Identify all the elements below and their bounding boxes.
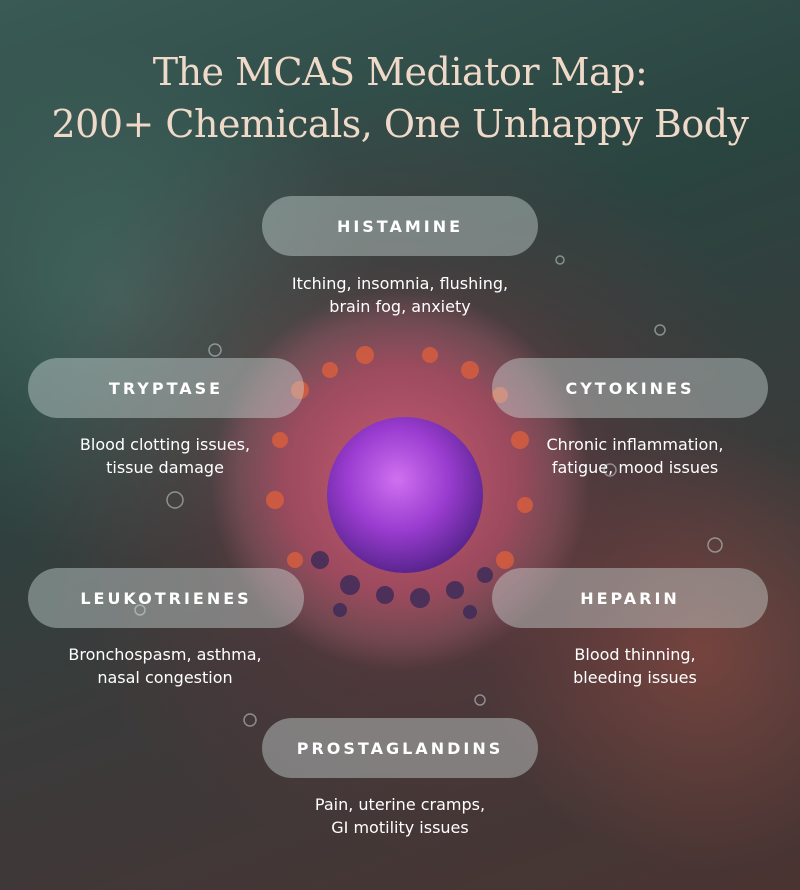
- cytokines-desc-line-2: fatigue, mood issues: [551, 458, 719, 477]
- cytokines-pill: CYTOKINES: [492, 358, 768, 418]
- cytokines-description: Chronic inflammation, fatigue, mood issu…: [470, 433, 800, 479]
- cytokines-desc-line-1: Chronic inflammation,: [546, 435, 724, 454]
- leukotrienes-pill: LEUKOTRIENES: [28, 568, 304, 628]
- prostaglandins-description: Pain, uterine cramps, GI motility issues: [230, 793, 570, 839]
- leukotrienes-desc-line-1: Bronchospasm, asthma,: [68, 645, 262, 664]
- title-line-2: 200+ Chemicals, One Unhappy Body: [51, 102, 749, 146]
- histamine-desc-line-2: brain fog, anxiety: [329, 297, 471, 316]
- tryptase-desc-line-1: Blood clotting issues,: [79, 435, 251, 454]
- leukotrienes-description: Bronchospasm, asthma, nasal congestion: [0, 643, 330, 689]
- histamine-desc-line-1: Itching, insomnia, flushing,: [291, 274, 509, 293]
- heparin-desc-line-2: bleeding issues: [573, 668, 697, 687]
- tryptase-pill: TRYPTASE: [28, 358, 304, 418]
- bubbles: [134, 255, 723, 727]
- title-line-1: The MCAS Mediator Map:: [152, 50, 648, 94]
- heparin-pill: HEPARIN: [492, 568, 768, 628]
- heparin-description: Blood thinning, bleeding issues: [470, 643, 800, 689]
- prostaglandins-desc-line-1: Pain, uterine cramps,: [314, 795, 486, 814]
- histamine-description: Itching, insomnia, flushing, brain fog, …: [230, 272, 570, 318]
- heparin-desc-line-1: Blood thinning,: [574, 645, 696, 664]
- nucleus: [327, 417, 483, 573]
- leukotrienes-desc-line-2: nasal congestion: [97, 668, 233, 687]
- histamine-pill: HISTAMINE: [262, 196, 538, 256]
- dark-granules: [311, 551, 493, 619]
- prostaglandins-desc-line-2: GI motility issues: [331, 818, 469, 837]
- prostaglandins-pill: PROSTAGLANDINS: [262, 718, 538, 778]
- granules: [266, 346, 533, 569]
- tryptase-description: Blood clotting issues, tissue damage: [0, 433, 330, 479]
- tryptase-desc-line-2: tissue damage: [106, 458, 224, 477]
